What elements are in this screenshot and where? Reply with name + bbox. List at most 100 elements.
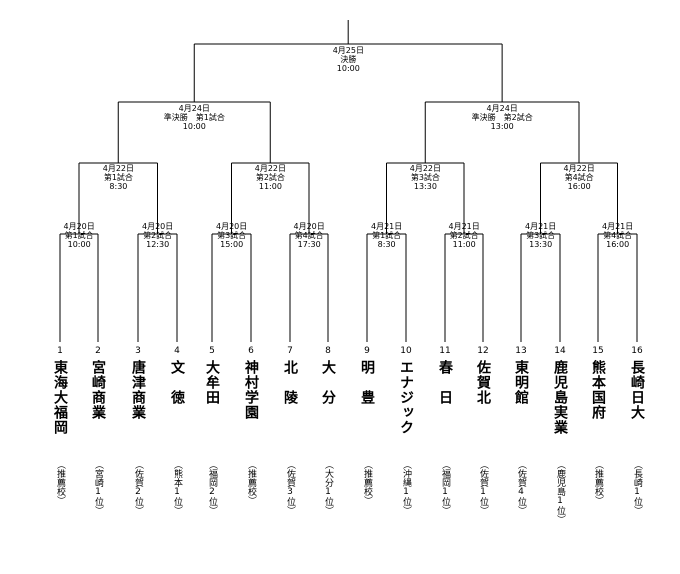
quarterfinal-label-1-date: 4月22日 [102, 164, 135, 173]
first-round-label-5-date: 4月21日 [371, 222, 403, 231]
semifinal-label-2-date: 4月24日 [486, 104, 518, 113]
semifinal-label-1-date: 4月24日 [178, 104, 210, 113]
first-round-label-7-date: 4月21日 [525, 222, 557, 231]
team-name-3: 唐津商業 [130, 360, 146, 420]
team-name-16: 長崎日大 [629, 360, 645, 420]
semifinal-label-2-time: 13:00 [490, 122, 514, 131]
semifinal-label-2-label: 準決勝 第2試合 [471, 113, 533, 122]
semifinal-label-1-label: 準決勝 第1試合 [163, 113, 225, 122]
team-note-1: （推薦校） [55, 460, 65, 505]
first-round-label-7-time: 13:30 [529, 240, 553, 249]
first-round-label-1-time: 10:00 [67, 240, 91, 249]
team-note-7: （佐賀3位） [285, 460, 295, 515]
team-note-4: （熊本1位） [172, 460, 182, 515]
team-number-14: 14 [554, 346, 566, 356]
team-note-8: （大分1位） [323, 460, 333, 515]
final-match-label-label: 決勝 [340, 55, 357, 64]
team-number-13: 13 [515, 346, 527, 356]
first-round-label-4-date: 4月20日 [293, 222, 325, 231]
quarterfinal-label-1-time: 8:30 [109, 182, 128, 191]
team-name-11: 春 日 [437, 360, 453, 405]
team-number-11: 11 [439, 346, 451, 356]
team-note-5: （福岡2位） [207, 460, 217, 515]
team-number-16: 16 [631, 346, 643, 356]
first-round-label-2-date: 4月20日 [142, 222, 174, 231]
team-name-6: 神村学園 [243, 360, 259, 420]
first-round-label-1-label: 第1試合 [64, 231, 94, 240]
quarterfinal-label-3-time: 13:30 [413, 182, 437, 191]
first-round-label-2-time: 12:30 [146, 240, 170, 249]
first-round-label-4-label: 第4試合 [294, 231, 324, 240]
team-number-5: 5 [209, 346, 215, 356]
quarterfinal-label-4-time: 16:00 [567, 182, 591, 191]
team-note-13: （佐賀4位） [516, 460, 526, 515]
team-number-3: 3 [135, 346, 141, 356]
first-round-label-5-label: 第1試合 [372, 231, 402, 240]
team-note-12: （佐賀1位） [478, 460, 488, 515]
first-round-label-4-time: 17:30 [297, 240, 321, 249]
first-round-label-3-label: 第3試合 [217, 231, 247, 240]
team-name-2: 宮崎商業 [90, 360, 106, 420]
team-number-6: 6 [248, 346, 254, 356]
first-round-label-8-time: 16:00 [606, 240, 630, 249]
quarterfinal-label-2-label: 第2試合 [255, 173, 285, 182]
quarterfinal-label-3-date: 4月22日 [409, 164, 442, 173]
team-name-5: 大牟田 [204, 360, 220, 405]
semifinal-label-1-time: 10:00 [182, 122, 206, 131]
first-round-label-7-label: 第3試合 [526, 231, 556, 240]
first-round-label-6-date: 4月21日 [448, 222, 480, 231]
team-note-14: （鹿児島1位） [555, 460, 565, 524]
team-note-2: （宮崎1位） [93, 460, 103, 515]
first-round-label-3-date: 4月20日 [216, 222, 248, 231]
quarterfinal-label-2-date: 4月22日 [254, 164, 287, 173]
team-number-1: 1 [57, 346, 63, 356]
team-name-7: 北 陵 [282, 360, 298, 405]
first-round-label-2-label: 第2試合 [143, 231, 173, 240]
quarterfinal-label-4-date: 4月22日 [563, 164, 595, 173]
team-name-14: 鹿児島実業 [552, 360, 568, 435]
first-round-label-8-label: 第4試合 [603, 231, 633, 240]
team-number-15: 15 [592, 346, 604, 356]
team-note-9: （推薦校） [362, 460, 372, 505]
quarterfinal-label-4-label: 第4試合 [564, 173, 594, 182]
team-number-7: 7 [287, 346, 293, 356]
final-match-label-date: 4月25日 [332, 46, 364, 55]
first-round-label-6-label: 第2試合 [449, 231, 479, 240]
final-match-label-time: 10:00 [336, 64, 360, 73]
team-number-12: 12 [477, 346, 489, 356]
first-round-label-5-time: 8:30 [377, 240, 396, 249]
quarterfinal-label-3-label: 第3試合 [410, 173, 440, 182]
first-round-label-3-time: 15:00 [220, 240, 244, 249]
team-name-10: エナジック [398, 360, 414, 435]
team-number-10: 10 [400, 346, 412, 356]
team-number-9: 9 [364, 346, 370, 356]
team-note-16: （長崎1位） [632, 460, 642, 515]
first-round-label-6-time: 11:00 [452, 240, 476, 249]
team-name-4: 文 徳 [169, 360, 185, 405]
team-note-6: （推薦校） [246, 460, 256, 505]
team-name-15: 熊本国府 [590, 360, 606, 420]
first-round-label-1-date: 4月20日 [63, 222, 95, 231]
quarterfinal-label-2-time: 11:00 [258, 182, 282, 191]
team-note-3: （佐賀2位） [133, 460, 143, 515]
team-name-1: 東海大福岡 [52, 360, 68, 435]
team-name-8: 大 分 [320, 360, 336, 405]
team-name-9: 明 豊 [359, 360, 375, 405]
